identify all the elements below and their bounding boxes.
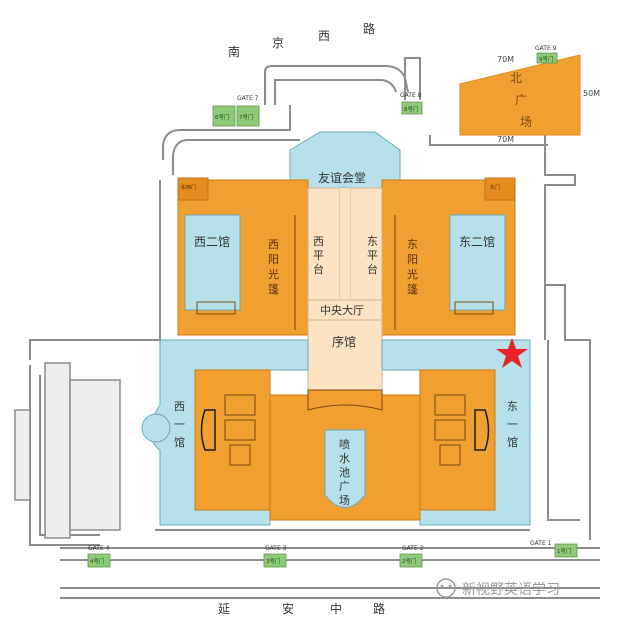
gate-4-door-text: 4号门 [90, 557, 105, 565]
fountain-char-5: 场 [339, 493, 350, 507]
north-square: 70M 70M 50M 北 广 场 [459, 54, 600, 144]
gate-3-door[interactable] [263, 553, 287, 568]
west-platform-char-1: 西 [313, 235, 324, 248]
gate-3-door-text: 3号门 [266, 557, 281, 565]
fountain-char-2: 水 [339, 452, 350, 465]
gate-1-door[interactable] [554, 543, 578, 558]
gate-4-label: GATE 4 [88, 545, 110, 552]
ne-corner-block [484, 177, 516, 201]
gate-6-door-text: 6号门 [215, 113, 230, 121]
fountain-char-1: 喷 [339, 438, 350, 451]
north-square-width-bottom: 70M [497, 135, 514, 144]
fountain-char-3: 池 [339, 466, 350, 479]
prelude-hall-label: 序馆 [332, 334, 356, 349]
east-sun-char-3: 光 [407, 267, 418, 281]
north-square-char-3: 场 [520, 115, 532, 129]
north-road-char-4: 路 [363, 21, 375, 36]
gate-8-label: GATE 8 [400, 92, 422, 99]
north-road-char-2: 京 [272, 36, 284, 50]
east-platform-char-3: 台 [367, 262, 378, 276]
west-platform-char-2: 平 [313, 249, 324, 262]
central-hall-label: 中央大厅 [320, 303, 364, 317]
gate-9-label: GATE 9 [535, 45, 557, 52]
nw-corner-block [177, 177, 209, 201]
east-sun-char-4: 篷 [407, 282, 418, 296]
gate-7-door-text: 7号门 [239, 113, 254, 121]
west-two-hall-label: 西二馆 [194, 234, 230, 249]
north-square-width-top: 70M [497, 55, 514, 64]
east-platform-char-2: 平 [367, 249, 378, 262]
central-spine: 西 平 台 东 平 台 中央大厅 序馆 [307, 187, 383, 391]
gate-2-door-text: 2号门 [402, 557, 417, 565]
south-road-char-1: 延 [218, 602, 230, 616]
location-star-icon[interactable] [496, 338, 528, 368]
south-road-name: 延 安 中 路 [218, 601, 385, 616]
fountain-char-4: 广 [339, 480, 350, 493]
east-sun-char-1: 东 [407, 238, 418, 251]
east-one-char-1: 东 [507, 400, 518, 413]
friendship-hall-label: 友谊会堂 [318, 170, 366, 185]
south-road-char-2: 安 [282, 601, 294, 616]
gate-9-door-text: 9号门 [539, 55, 554, 63]
north-road-char-3: 西 [318, 29, 330, 43]
gate-6-door[interactable] [212, 105, 236, 127]
north-square-height: 50M [583, 89, 600, 98]
north-square-char-1: 北 [510, 71, 522, 85]
north-road-name: 南 京 西 路 [228, 21, 375, 59]
gate-8-door[interactable] [401, 101, 423, 115]
east-two-hall[interactable] [449, 214, 506, 311]
west-sun-char-2: 阳 [268, 253, 279, 266]
west-one-char-2: 一 [174, 418, 185, 431]
gate-1-label: GATE 1 [530, 540, 552, 547]
ne-corner-label: 东门 [490, 184, 500, 191]
west-two-hall[interactable] [184, 214, 241, 311]
south-wing: 喷 水 池 广 场 西 一 馆 东 一 馆 [141, 339, 531, 526]
nw-corner-label: 东西门 [181, 184, 196, 191]
watermark-text: 新视野英语学习 [462, 581, 560, 598]
west-platform[interactable] [307, 187, 341, 301]
watermark: 新视野英语学习 [436, 578, 560, 598]
gate-4-door[interactable] [87, 553, 111, 568]
west-one-char-3: 馆 [174, 435, 185, 449]
west-platform-char-3: 台 [313, 262, 324, 276]
north-road-char-1: 南 [228, 44, 240, 59]
west-one-char-1: 西 [174, 400, 185, 413]
west-sun-char-4: 篷 [268, 282, 279, 296]
gate-2-label: GATE 2 [402, 545, 424, 552]
north-wing: 东西门 东门 西二馆 东二馆 西 阳 光 篷 东 阳 光 篷 [177, 177, 516, 336]
north-square-char-2: 广 [515, 93, 527, 107]
west-sun-char-3: 光 [268, 267, 279, 281]
east-two-hall-label: 东二馆 [459, 234, 495, 249]
gate-3-label: GATE 3 [265, 545, 287, 552]
east-sun-char-2: 阳 [407, 253, 418, 266]
south-road-char-4: 路 [373, 601, 385, 616]
gates: GATE 9 9号门 GATE 7 6号门 7号门 GATE 8 8号门 GAT… [87, 45, 578, 568]
east-one-char-2: 一 [507, 418, 518, 431]
gate-2-door[interactable] [399, 553, 423, 568]
gate-8-door-text: 8号门 [404, 105, 419, 113]
gate-9-door[interactable] [536, 52, 558, 64]
east-platform-char-1: 东 [367, 235, 378, 248]
west-annex [14, 362, 121, 539]
west-sun-char-1: 西 [268, 238, 279, 251]
prelude-hall[interactable] [307, 319, 383, 391]
gate-7-door[interactable] [236, 105, 260, 127]
east-one-char-3: 馆 [507, 435, 518, 449]
gate-7-label: GATE 7 [237, 95, 259, 102]
gate-1-door-text: 1号门 [557, 547, 572, 555]
south-road-char-3: 中 [330, 601, 342, 616]
